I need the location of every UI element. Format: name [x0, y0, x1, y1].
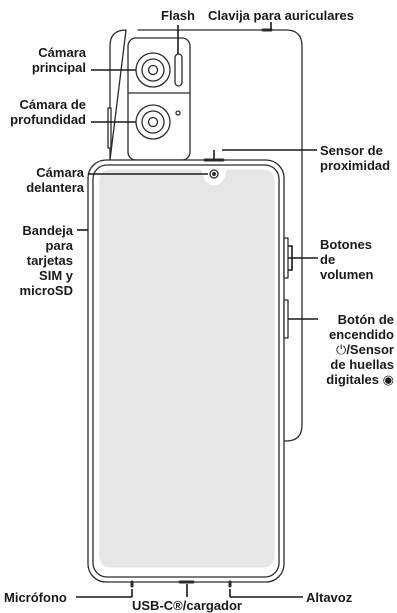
- proximity-sensor-label: Sensor de proximidad: [320, 143, 391, 173]
- power-button: [283, 299, 289, 339]
- headphone-jack-label: Clavija para auriculares: [208, 8, 354, 23]
- screen: [99, 169, 275, 568]
- volume-buttons: [283, 237, 289, 279]
- usb-label: USB-C®/cargador: [132, 598, 242, 613]
- speaker-label: Altavoz: [306, 590, 353, 605]
- front-camera: [209, 169, 219, 179]
- main-camera-label: Cámara principal: [31, 45, 86, 75]
- front-camera-label: Cámara delantera: [26, 165, 84, 195]
- power-icon: ⏻: [336, 342, 347, 357]
- power-button-label: Botón de encendido ⏻/Sensor de huellas d…: [326, 312, 394, 387]
- flash-label: Flash: [161, 8, 195, 23]
- sim-tray-label: Bandeja para tarjetas SIM y microSD: [19, 223, 73, 298]
- depth-camera-label: Cámara de profundidad: [10, 97, 86, 127]
- camera-module: [127, 37, 191, 161]
- fingerprint-icon: ◉: [382, 372, 394, 387]
- microphone-label: Micrófono: [4, 590, 67, 605]
- back-side-button: [107, 107, 112, 149]
- volume-buttons-label: Botones de volumen: [320, 237, 374, 282]
